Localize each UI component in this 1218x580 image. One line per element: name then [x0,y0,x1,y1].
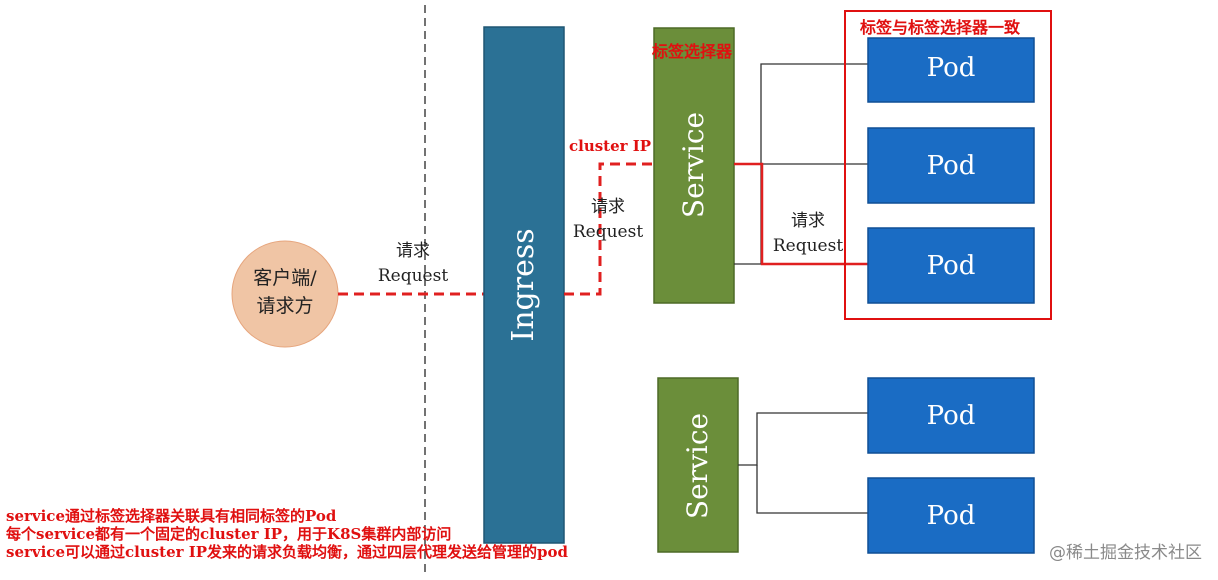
cluster-ip-annotation: cluster IP [569,137,651,155]
note-line-3: service可以通过cluster IP发来的请求负载均衡，通过四层代理发送给… [6,543,569,561]
ingress-to-service-request-line [564,162,654,296]
service-to-pod-connector [738,412,868,466]
request-label-en: Request [573,222,643,242]
request-label-en: Request [378,266,448,286]
pod-box [867,127,1035,204]
request-label-cn: 请求 [396,241,430,261]
service-to-pod-connector [756,465,868,514]
pod-label: Pod [927,151,976,181]
service-to-pod-request-line [734,162,868,266]
note-line-2: 每个service都有一个固定的cluster IP，用于K8S集群内部访问 [6,525,451,543]
client-label-line1: 客户端/ [253,267,317,289]
client-label-line2: 请求方 [256,295,313,317]
pod-label: Pod [927,251,976,281]
service-box-top [653,27,735,304]
watermark: @稀土掘金技术社区 [1049,543,1202,563]
request-label-cn: 请求 [791,211,825,231]
service-label: Service [677,112,710,218]
ingress-label: Ingress [506,228,541,341]
ingress-box [483,26,565,544]
pod-box [867,477,1035,554]
service-box-bottom [657,377,739,553]
service-label: Service [681,413,714,519]
note-line-1: service通过标签选择器关联具有相同标签的Pod [6,507,337,525]
label-match-outline [844,10,1052,320]
pod-box [867,37,1035,103]
client-node [231,240,339,348]
pod-box [867,227,1035,304]
label-match-annotation: 标签与标签选择器一致 [859,18,1021,37]
pod-label: Pod [927,501,976,531]
pod-box [867,377,1035,454]
request-label-en: Request [773,236,843,256]
pod-label: Pod [927,401,976,431]
pod-label: Pod [927,53,976,83]
label-selector-annotation: 标签选择器 [651,42,733,61]
request-label-cn: 请求 [591,197,625,217]
